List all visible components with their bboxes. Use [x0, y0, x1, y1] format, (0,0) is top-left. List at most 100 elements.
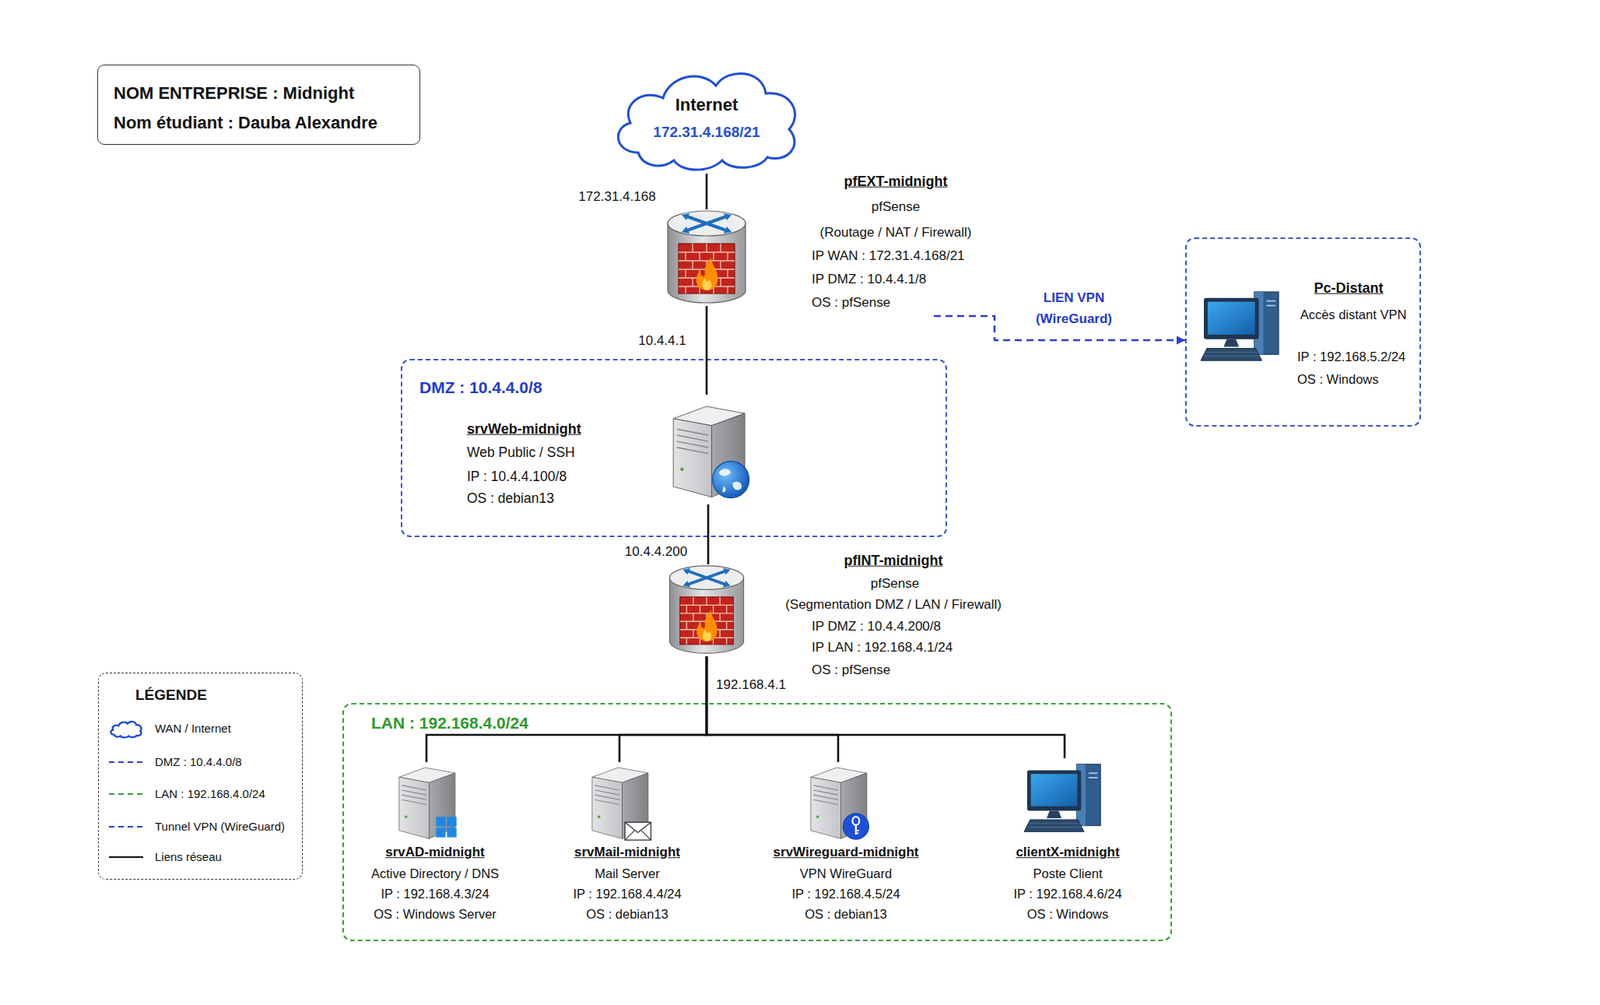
icon-part: [712, 604, 714, 613]
icon-part: [677, 441, 709, 448]
icon-part: [698, 252, 700, 261]
legend-text: Liens réseau: [154, 849, 222, 864]
node-text: IP : 192.168.4.5/24: [791, 886, 900, 902]
icon-part: [692, 596, 694, 605]
icon-part: [686, 637, 688, 645]
network-link: [619, 656, 707, 762]
icon-part: [726, 637, 727, 645]
dmz-zone: DMZ : 10.4.4.0/8 srvWeb-midnightWeb Publi…: [400, 358, 948, 537]
icon-part: [664, 394, 752, 505]
node-text: IP DMZ : 10.4.4.1/8: [811, 271, 927, 288]
ip-label: 192.168.4.1: [715, 677, 786, 693]
icon-part: [705, 596, 707, 605]
node-text: (Routage / NAT / Firewall): [820, 224, 972, 241]
icon-part: [401, 785, 427, 805]
icon-part: [1088, 771, 1099, 774]
node-text: OS : pfSense: [811, 294, 891, 311]
icon-part: [1223, 339, 1239, 348]
icon-part: [696, 610, 717, 642]
icon-part: [673, 418, 712, 498]
icon-part: [680, 596, 734, 645]
remote-site-box: Pc-DistantAccès distant VPNIP : 192.168.…: [1185, 237, 1422, 427]
icon-part: [401, 785, 427, 790]
internet-cloud: Internet172.31.4.168/21: [607, 59, 807, 174]
icon-part: [680, 466, 684, 471]
icon-part: [692, 613, 694, 622]
node-heading: srvWireguard-midnight: [773, 844, 920, 860]
icon-part: [594, 785, 620, 790]
title-box: NOM ENTREPRISE : MidnightNom étudiant : …: [97, 64, 421, 145]
icon-part: [624, 821, 651, 832]
node-text: OS : debian13: [466, 490, 555, 506]
pc-icon: [1024, 757, 1106, 839]
node-heading: NOM ENTREPRISE : Midnight: [113, 83, 355, 103]
icon-part: [624, 830, 635, 840]
node-text: Active Directory / DNS: [371, 866, 499, 881]
node-heading: srvAD-midnight: [385, 844, 485, 860]
ad-icon: [388, 761, 465, 841]
node-text: pfSense: [870, 575, 920, 592]
icon-part: [680, 596, 734, 645]
icon-part: [687, 217, 726, 231]
network-link: [706, 656, 839, 762]
icon-part: [1266, 300, 1276, 302]
node-text: Nom étudiant : Dauba Alexandre: [113, 112, 378, 133]
icon-part: [683, 568, 731, 588]
icon-part: [677, 428, 709, 453]
client-pc: clientX-midnightPoste ClientIP : 192.168…: [1024, 757, 1106, 839]
node-text: OS : pfSense: [811, 662, 891, 678]
router-icon: [663, 564, 751, 657]
icon-part: [1046, 810, 1062, 818]
icon-part: [1207, 301, 1256, 335]
node-text: Poste Client: [1033, 866, 1103, 881]
icon-part: [677, 447, 709, 454]
icon-part: [681, 226, 690, 234]
icon-part: [726, 286, 728, 294]
icon-part: [592, 776, 623, 839]
node-heading: DMZ : 10.4.4.0/8: [419, 378, 543, 397]
node-text: Web Public / SSH: [466, 444, 576, 460]
icon-part: [852, 816, 860, 825]
node-heading: srvMail-midnight: [574, 844, 681, 860]
icon-part: [597, 815, 601, 819]
legend-text: DMZ : 10.4.4.0/8: [154, 754, 243, 769]
icon-part: [1031, 773, 1078, 806]
icon-part: [726, 621, 727, 629]
legend-box: [98, 672, 303, 880]
icon-part: [723, 213, 732, 221]
icon-part: [594, 785, 620, 805]
icon-part: [691, 277, 693, 287]
icon-part: [702, 629, 712, 642]
icon-part: [684, 269, 686, 278]
cloud-shape: [607, 59, 807, 174]
link-label: LIEN VPN (WireGuard): [1028, 287, 1120, 330]
icon-part: [1028, 822, 1080, 824]
mail-icon: [581, 761, 658, 841]
icon-part: [718, 468, 742, 492]
icon-part: [677, 435, 709, 442]
icon-part: [726, 252, 728, 261]
icon-part: [842, 813, 869, 839]
icon-part: [800, 761, 877, 841]
icon-part: [388, 761, 465, 841]
icon-part: [108, 856, 144, 858]
node-heading: srvWeb-midnight: [466, 421, 582, 438]
icon-part: [446, 827, 457, 837]
icon-part: [701, 277, 712, 291]
node-text: IP : 192.168.5.2/24: [1297, 349, 1406, 365]
web-icon: [664, 394, 752, 505]
lan-zone: LAN : 192.168.4.0/24srvAD-midnightActive…: [342, 702, 1172, 941]
icon-part: [607, 59, 807, 174]
icon-part: [581, 761, 658, 841]
vpn-link: [933, 315, 1186, 341]
icon-part: [678, 243, 735, 294]
network-link: [707, 504, 710, 565]
node-text: pfSense: [871, 199, 920, 215]
icon-part: [401, 789, 427, 795]
node-text: Accès distant VPN: [1300, 307, 1408, 323]
icon-part: [1200, 287, 1285, 367]
icon-part: [1266, 305, 1276, 307]
icon-part: [1027, 769, 1081, 811]
node-text: IP : 192.168.4.6/24: [1013, 886, 1122, 902]
icon-part: [810, 776, 842, 839]
